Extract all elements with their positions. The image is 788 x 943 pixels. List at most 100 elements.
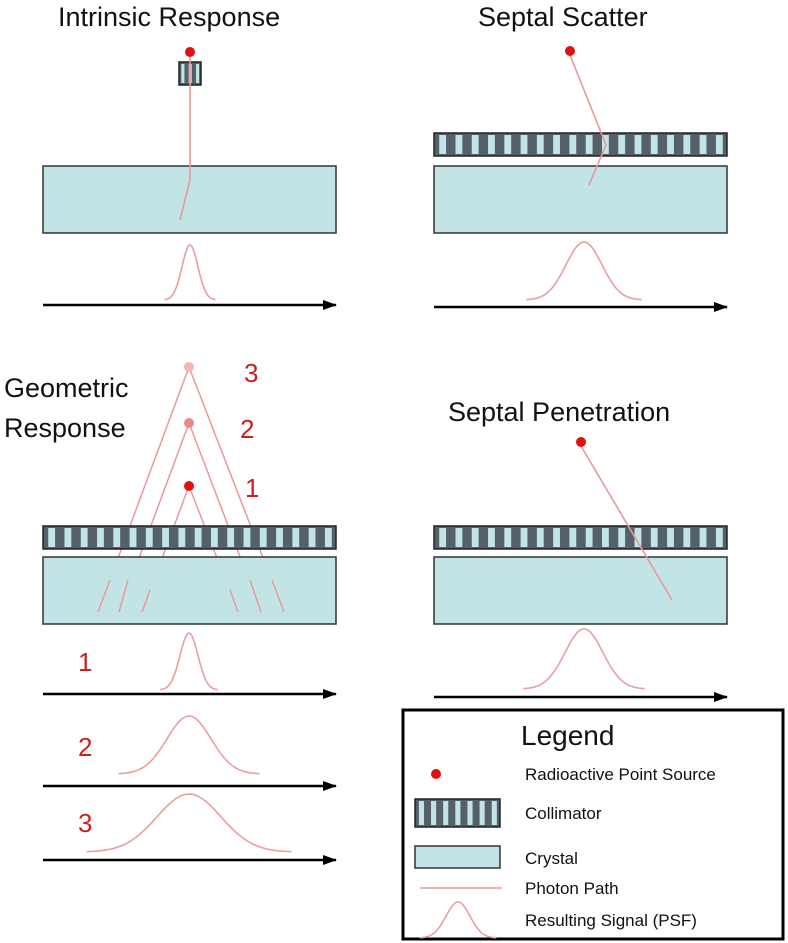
collimator-hole (324, 528, 332, 547)
legend-label-signal: Resulting Signal (PSF) (525, 911, 697, 930)
source-label-1: 1 (245, 473, 259, 503)
collimator-hole (210, 528, 218, 547)
legend-signal-icon (419, 901, 497, 939)
collimator-hole (488, 135, 495, 154)
collimator-hole (196, 64, 200, 83)
photon-path-segment (229, 589, 239, 613)
collimator-hole (455, 801, 461, 825)
collimator-hole (64, 528, 72, 547)
panel-geometric-response: Geometric Response 3 2 1 1 (4, 358, 337, 865)
photon-path-penetrating (580, 445, 673, 601)
psf-curve (523, 628, 645, 690)
crystal (42, 556, 337, 625)
signal-label-1: 1 (78, 647, 92, 677)
collimator-hole (634, 528, 642, 547)
collimator-hole (259, 528, 267, 547)
collimator-hole (80, 528, 88, 547)
collimator-hole (634, 135, 642, 154)
collimator-hole (504, 135, 512, 154)
collimator-hole (308, 528, 316, 547)
collimator-hole (488, 528, 495, 547)
collimator-hole (569, 528, 577, 547)
point-source (185, 47, 195, 57)
collimator-hole (194, 528, 202, 547)
collimator-hole (520, 135, 528, 154)
psf-curve-3 (86, 793, 292, 853)
psf-curve-1 (160, 632, 218, 691)
panel-septal-penetration: Septal Penetration (433, 397, 728, 702)
collimator-hole (162, 528, 169, 547)
collimator-hole (650, 135, 658, 154)
collimator-hole (536, 528, 544, 547)
panel-title-scatter: Septal Scatter (478, 2, 648, 32)
psf-curve (164, 244, 216, 301)
collimator-hole (243, 528, 251, 547)
collimator-hole (699, 135, 707, 154)
legend-crystal-icon (414, 845, 501, 869)
collimator-hole (683, 135, 691, 154)
photon-path-scattered (569, 54, 607, 186)
point-source (565, 46, 575, 56)
collimator-hole (439, 135, 447, 154)
collimator (433, 525, 728, 550)
psf-curve (526, 241, 642, 301)
photon-path-segment (141, 589, 151, 613)
point-source-1 (184, 481, 194, 491)
collimator-hole (699, 528, 707, 547)
legend: Legend Radioactive Point Source Collimat… (401, 708, 785, 941)
psf-curve-2 (118, 715, 260, 775)
panel-septal-scatter: Septal Scatter (433, 2, 728, 312)
legend-label-crystal: Crystal (525, 849, 578, 868)
collimator-hole (145, 528, 153, 547)
collimator-hole (439, 528, 447, 547)
collimator-hole (601, 528, 609, 547)
collimator-hole (443, 801, 449, 825)
collimator-hole (553, 528, 560, 547)
panel-title-geometric-line1: Geometric (4, 373, 129, 403)
legend-collimator-icon (414, 798, 501, 828)
photon-path-segment (97, 579, 111, 613)
collimator-hole (431, 801, 437, 825)
panel-intrinsic-response: Intrinsic Response (42, 2, 337, 310)
collimator-hole (471, 135, 479, 154)
collimator-hole (178, 528, 186, 547)
photon-path-segment (249, 579, 262, 613)
collimator-hole (491, 801, 497, 825)
panel-title-intrinsic: Intrinsic Response (58, 2, 280, 32)
collimator-hole (418, 801, 424, 825)
source-label-3: 3 (244, 358, 258, 388)
collimator-hole (48, 528, 56, 547)
collimator (42, 525, 337, 550)
legend-label-photon-path: Photon Path (525, 879, 619, 898)
collimator-hole (667, 528, 674, 547)
photon-path-segment (271, 579, 285, 613)
photon-path (179, 56, 191, 221)
collimator-hole (618, 528, 626, 547)
collimator-hole (292, 528, 300, 547)
crystal (433, 165, 728, 234)
signal-label-2: 2 (78, 732, 92, 762)
collimator-hole (553, 135, 560, 154)
panel-title-penetration: Septal Penetration (448, 397, 670, 427)
collimator-hole (520, 528, 528, 547)
source-label-2: 2 (240, 414, 254, 444)
collimator-hole (683, 528, 691, 547)
legend-point-source-icon (431, 769, 441, 779)
legend-title: Legend (521, 720, 614, 751)
collimator-hole (129, 528, 137, 547)
point-source-2 (184, 418, 194, 428)
collimator-hole (715, 528, 723, 547)
collimator-hole (667, 135, 674, 154)
collimator-hole (569, 135, 577, 154)
legend-label-collimator: Collimator (525, 804, 602, 823)
collimator-hole (227, 528, 235, 547)
collimator-hole (455, 135, 463, 154)
collimator-hole (479, 801, 485, 825)
collimator-hole (585, 528, 593, 547)
point-source-3 (184, 362, 194, 372)
collimator-hole (618, 135, 626, 154)
collimator-hole (650, 528, 658, 547)
collimator (433, 132, 728, 157)
photon-paths-in-crystal (97, 579, 285, 613)
